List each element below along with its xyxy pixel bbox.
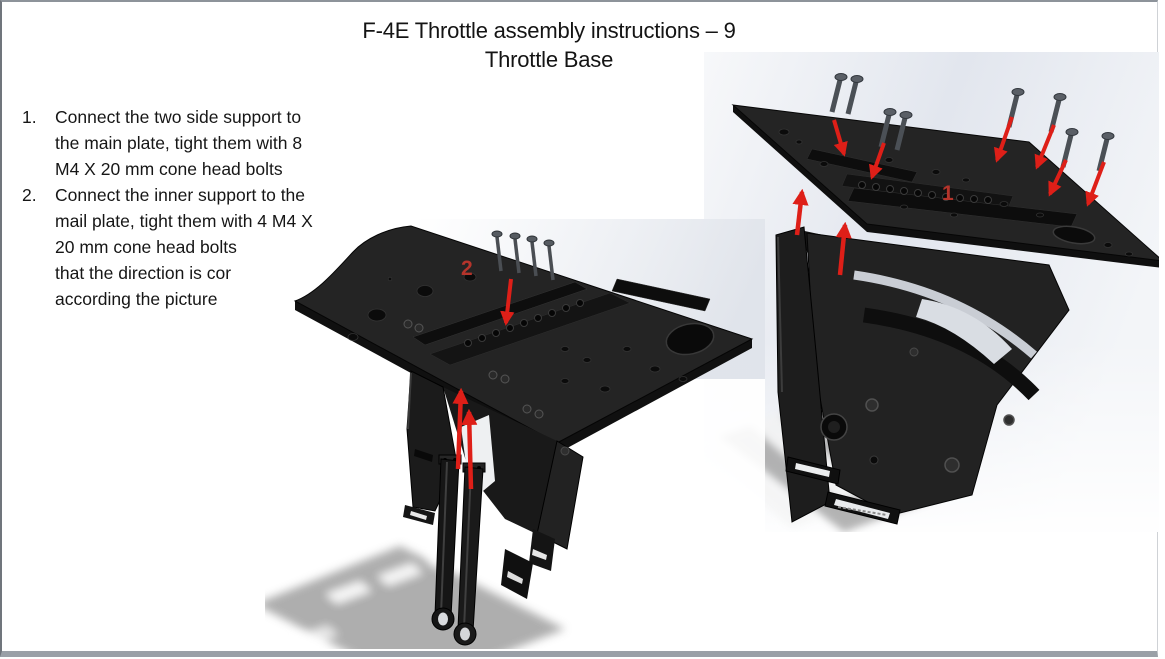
bolt-icons xyxy=(491,230,555,281)
boss xyxy=(944,457,960,473)
plate-slot xyxy=(412,281,588,346)
large-plate-hole xyxy=(1052,225,1096,245)
step-2-label: 2 xyxy=(461,257,473,280)
right-support-plate xyxy=(536,440,584,550)
adjustment-chain xyxy=(858,181,992,204)
title-line-2: Throttle Base xyxy=(484,47,614,72)
instruction-step-1: 1. Connect the two side support to the m… xyxy=(22,104,392,182)
step-number: 1. xyxy=(22,107,37,127)
instruction-list: 1. Connect the two side support to the m… xyxy=(22,104,392,312)
step-line: M4 X 20 mm cone head bolts xyxy=(55,159,283,179)
plate-holes xyxy=(347,272,688,393)
boss xyxy=(865,398,879,412)
instruction-step-2: 2. Connect the inner support to the mail… xyxy=(22,182,392,312)
bolt-heads xyxy=(491,230,555,247)
arc-brace xyxy=(862,307,1040,401)
bolt-shafts xyxy=(495,236,555,281)
red-arrow-down-icons xyxy=(832,116,1106,207)
bolt-heads xyxy=(834,73,1115,140)
step-line: Connect the inner support to the xyxy=(55,185,306,205)
arc-slot-cutout xyxy=(853,270,1037,359)
inner-support-render: 2 xyxy=(265,219,765,649)
boss xyxy=(1003,414,1015,426)
step-line: Connect the two side support to xyxy=(55,107,302,127)
bolt-icons xyxy=(829,73,1115,172)
plate-slot xyxy=(611,278,711,312)
support-foot xyxy=(501,549,533,599)
step-line: 20 mm cone head bolts xyxy=(55,237,237,257)
step-line: mail plate, tight them with 4 M4 X xyxy=(55,211,313,231)
step-line: according the picture xyxy=(55,289,218,309)
fork-arms xyxy=(431,454,486,646)
plate-holes xyxy=(778,128,1133,257)
adjustment-chain xyxy=(464,299,584,347)
slide-title: F-4E Throttle assembly instructions – 9 … xyxy=(2,16,1096,74)
step-1-label: 1 xyxy=(942,182,954,205)
red-arrow-up-icons xyxy=(792,188,852,276)
large-plate-hole xyxy=(665,322,715,356)
figure-exploded-top-plate: 1 xyxy=(704,52,1159,532)
step-number: 2. xyxy=(22,185,37,205)
step-line: the main plate, tight them with 8 xyxy=(55,133,303,153)
step-line: that the direction is cor xyxy=(55,263,232,283)
exploded-top-plate-render: 1 xyxy=(704,52,1159,532)
figure-inner-support: 2 xyxy=(265,219,765,649)
installed-screw-heads xyxy=(403,319,544,419)
main-plate xyxy=(293,225,754,453)
cast-shadow xyxy=(265,546,565,649)
red-arrow-up-icons xyxy=(452,387,478,490)
red-arrow-down-icon xyxy=(500,278,515,326)
side-support-assembly xyxy=(775,226,1070,525)
title-line-1: F-4E Throttle assembly instructions – 9 xyxy=(362,18,736,43)
curved-cutout xyxy=(916,299,1012,364)
